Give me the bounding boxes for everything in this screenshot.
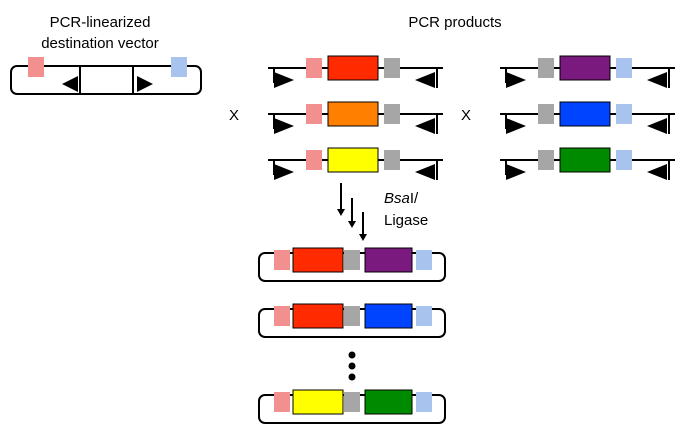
fragment-insert-blue <box>559 101 611 127</box>
enzyme-line: BsaI/ <box>384 188 454 210</box>
product-left-overhang <box>274 306 290 326</box>
fragment-right-overhang <box>384 58 400 78</box>
fragment-left-arrowhead <box>506 72 526 88</box>
pcr-product-a2 <box>268 101 443 134</box>
ellipsis-dot-3 <box>348 373 356 381</box>
fragment-insert-yellow <box>327 147 379 173</box>
pcr-product-a3 <box>268 147 443 180</box>
vector-label-line2: destination vector <box>41 35 159 52</box>
product-middle-overhang <box>344 250 360 270</box>
fragment-right-overhang <box>616 150 632 170</box>
pcr-product-b2 <box>500 101 675 134</box>
fragment-right-arrowhead <box>415 164 435 180</box>
cross-symbol-left: X <box>229 107 240 124</box>
cross-symbol-right: X <box>461 107 472 124</box>
primer-right-arrowhead <box>137 76 153 92</box>
fragment-left-overhang <box>306 58 322 78</box>
destination-vector <box>10 57 202 95</box>
assembled-products <box>258 247 446 424</box>
pcr-product-b3 <box>500 147 675 180</box>
vector-backbone <box>10 65 202 95</box>
fragment-right-overhang <box>616 58 632 78</box>
product-insert-first-red <box>292 303 344 329</box>
fragment-right-arrowhead <box>415 72 435 88</box>
reaction-arrow-head-3 <box>359 234 367 241</box>
fragment-insert-orange <box>327 101 379 127</box>
product-insert-second-purple <box>364 247 413 273</box>
enzyme-name-italic: Bsa <box>384 190 410 207</box>
fragment-left-overhang <box>306 104 322 124</box>
pcr-products-column-b <box>500 55 675 180</box>
product-middle-overhang <box>344 392 360 412</box>
fragment-right-arrowhead <box>647 72 667 88</box>
enzyme-name-suffix: I/ <box>409 190 419 207</box>
product-insert-second-green <box>364 389 413 415</box>
reaction-arrows <box>337 183 367 241</box>
overhang-right <box>171 57 187 77</box>
pcr-products-column-a <box>268 55 443 180</box>
fragment-left-overhang <box>306 150 322 170</box>
product-left-overhang <box>274 392 290 412</box>
fragment-left-arrowhead <box>506 164 526 180</box>
product-middle-overhang <box>344 306 360 326</box>
ellipsis-dots <box>348 351 356 381</box>
fragment-insert-red <box>327 55 379 81</box>
product-insert-first-yellow <box>292 389 344 415</box>
ligase-label: Ligase <box>384 212 429 229</box>
product-right-overhang <box>416 250 432 270</box>
ellipsis-dot-1 <box>348 351 356 359</box>
assembled-product-1 <box>258 247 446 282</box>
ellipsis-dot-2 <box>348 362 356 370</box>
assembled-product-3 <box>258 389 446 424</box>
fragment-insert-green <box>559 147 611 173</box>
pcr-product-b1 <box>500 55 675 88</box>
primer-left-arrowhead <box>62 76 78 92</box>
overhang-left <box>28 57 44 77</box>
product-left-overhang <box>274 250 290 270</box>
vector-label: PCR-linearized destination vector <box>14 12 186 54</box>
product-right-overhang <box>416 306 432 326</box>
fragment-right-arrowhead <box>647 164 667 180</box>
product-right-overhang <box>416 392 432 412</box>
fragment-right-overhang <box>384 104 400 124</box>
fragment-left-overhang <box>538 150 554 170</box>
fragment-insert-purple <box>559 55 611 81</box>
fragment-left-arrowhead <box>274 72 294 88</box>
fragment-left-arrowhead <box>274 118 294 134</box>
fragment-left-arrowhead <box>506 118 526 134</box>
reaction-arrow-head-2 <box>348 221 356 228</box>
vector-label-line1: PCR-linearized <box>49 14 151 31</box>
fragment-right-arrowhead <box>647 118 667 134</box>
pcr-product-a1 <box>268 55 443 88</box>
fragment-left-overhang <box>538 104 554 124</box>
fragment-right-overhang <box>616 104 632 124</box>
reaction-arrow-head-1 <box>337 209 345 216</box>
product-insert-second-blue <box>364 303 413 329</box>
enzyme-label: BsaI/ Ligase <box>384 188 454 232</box>
fragment-left-overhang <box>538 58 554 78</box>
product-insert-first-red <box>292 247 344 273</box>
fragment-right-arrowhead <box>415 118 435 134</box>
fragment-left-arrowhead <box>274 164 294 180</box>
assembled-product-2 <box>258 303 446 338</box>
pcr-products-label: PCR products <box>408 14 502 31</box>
fragment-right-overhang <box>384 150 400 170</box>
